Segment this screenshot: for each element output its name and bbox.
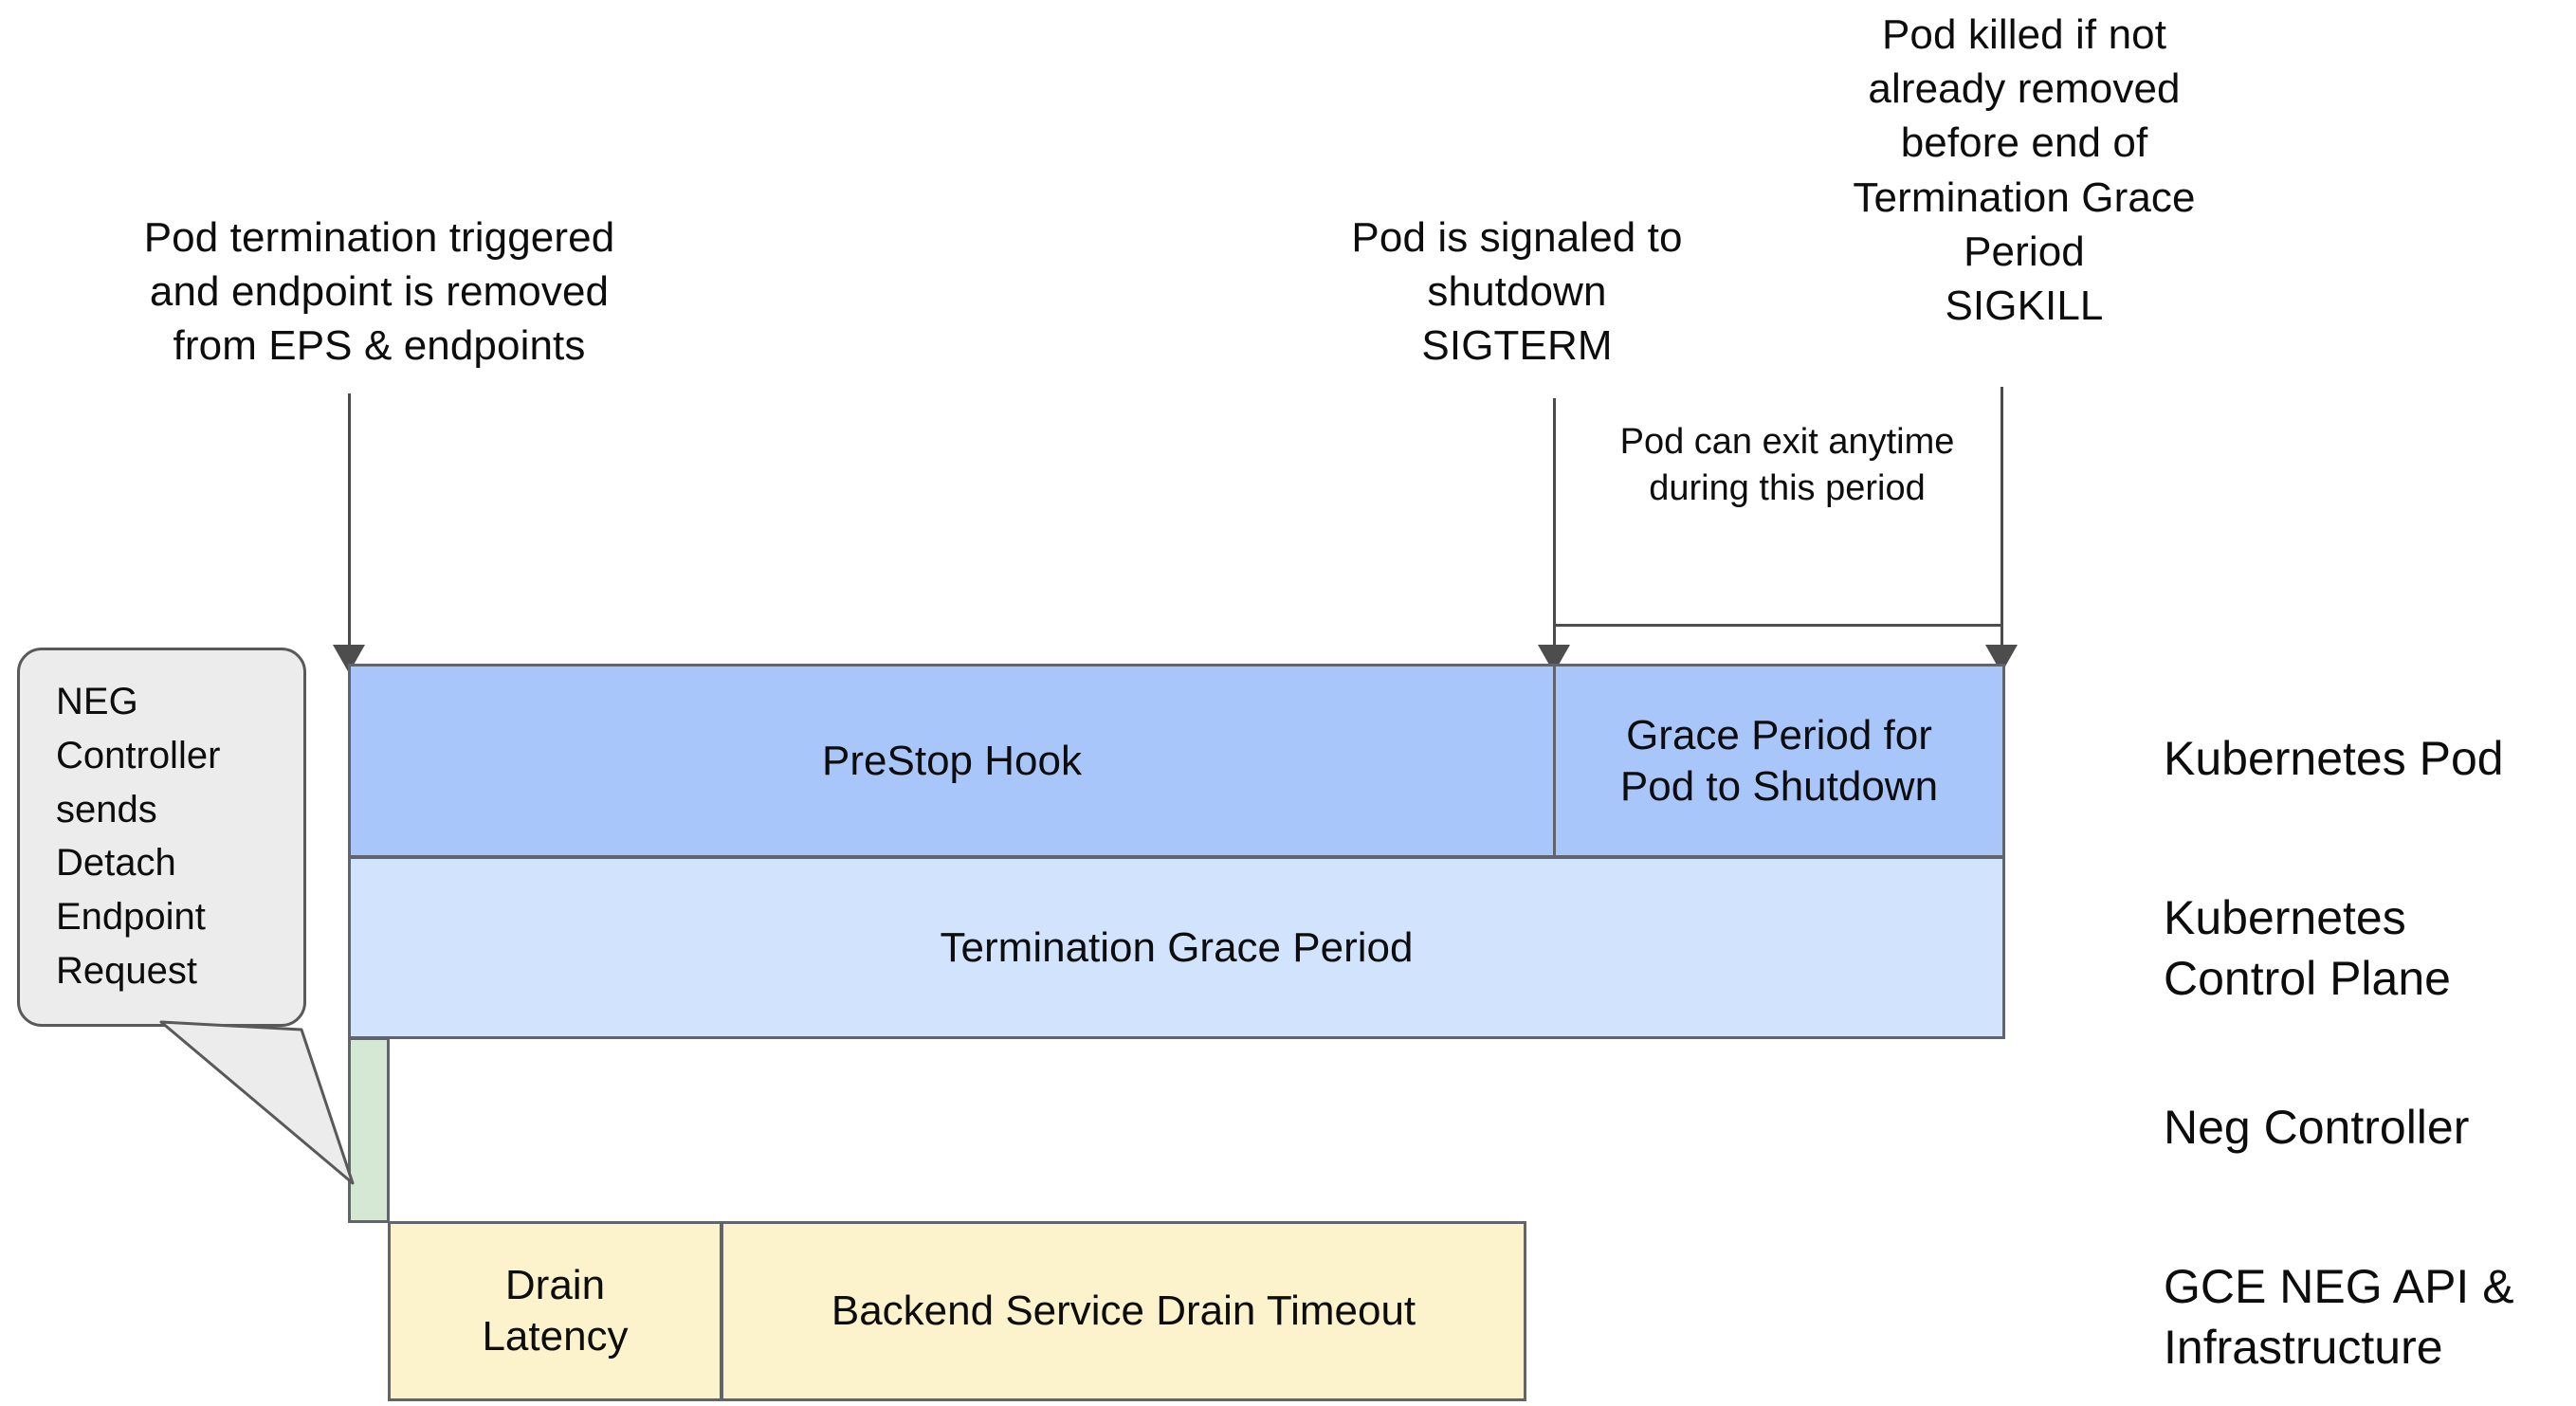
annotation-pod-signaled-shutdown: Pod is signaled to shutdown SIGTERM (1351, 214, 1683, 370)
bar-drain-latency[interactable]: Drain Latency (388, 1221, 722, 1401)
lane-label-neg-controller: Neg Controller (2164, 1101, 2470, 1154)
lane-label-kubernetes-pod: Kubernetes Pod (2164, 732, 2504, 785)
bar-backend-service-drain-timeout[interactable]: Backend Service Drain Timeout (721, 1221, 1526, 1401)
arrow-line-pod-termination (348, 393, 351, 649)
arrow-line-sigterm (1553, 398, 1556, 649)
callout-tail-pointer (159, 1020, 355, 1185)
lane-label-gce-neg-api-infrastructure: GCE NEG API & Infrastructure (2164, 1260, 2514, 1374)
bar-termination-grace-period[interactable]: Termination Grace Period (348, 856, 2005, 1039)
lane-label-kubernetes-control-plane: Kubernetes Control Plane (2164, 891, 2451, 1005)
bar-prestop-hook[interactable]: PreStop Hook (348, 664, 1556, 858)
callout-neg-detach-endpoint-request: NEG Controller sends Detach Endpoint Req… (17, 648, 306, 1027)
annotation-pod-killed-sigkill: Pod killed if not already removed before… (1853, 11, 2196, 329)
bar-neg-detach[interactable] (348, 1037, 390, 1223)
annotation-pod-can-exit-anytime: Pod can exit anytime during this period (1619, 422, 1955, 509)
annotation-pod-termination-triggered: Pod termination triggered and endpoint i… (143, 214, 615, 370)
bar-grace-period-pod-shutdown[interactable]: Grace Period for Pod to Shutdown (1553, 664, 2005, 858)
span-connector-grace-period (1553, 624, 2003, 627)
arrow-line-sigkill (2001, 387, 2003, 649)
